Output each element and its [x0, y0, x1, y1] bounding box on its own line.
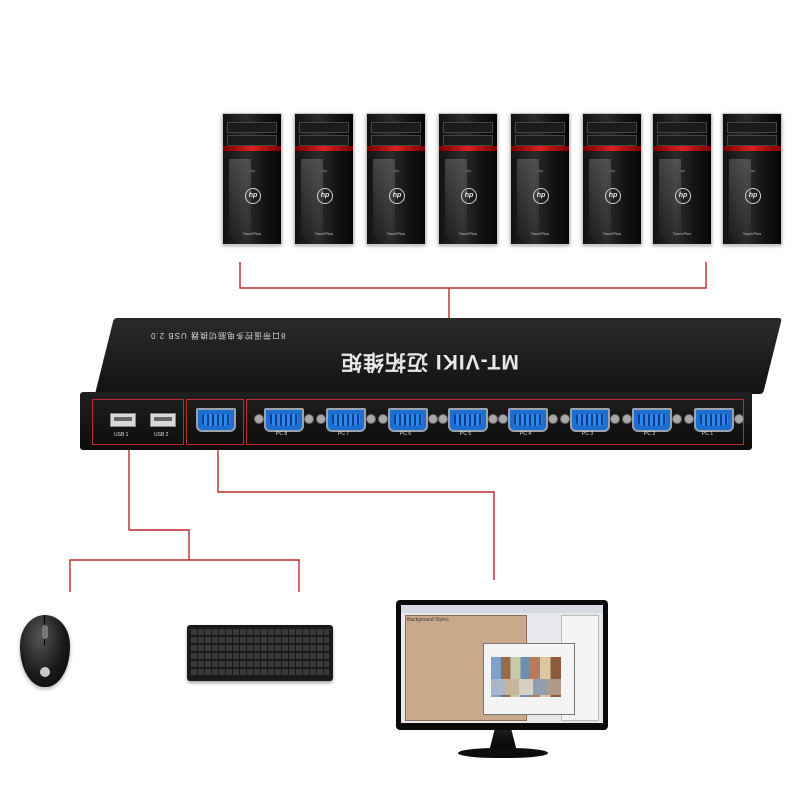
vga-port-pc3[interactable]: [570, 408, 610, 432]
usb-port-group: [92, 399, 184, 445]
monitor-stand-neck: [489, 730, 517, 750]
monitor-stand-base: [458, 748, 548, 758]
usb-port-label: USB 2: [154, 432, 169, 438]
hp-logo: hp: [317, 188, 333, 204]
tower-model: TouchPlus: [742, 231, 762, 236]
usb-port-2[interactable]: [150, 413, 176, 427]
vga-port-pc8[interactable]: [264, 408, 304, 432]
scroll-wheel: [42, 625, 48, 639]
hp-logo: hp: [605, 188, 621, 204]
tower-model: TouchPlus: [458, 231, 478, 236]
app-window-title: Background Styles: [407, 617, 449, 623]
pc-port-label: PC 6: [400, 431, 412, 437]
vga-port-pc7[interactable]: [326, 408, 366, 432]
usb-port-label: USB 1: [114, 432, 129, 438]
pc-tower-3: hp TouchPlus: [366, 113, 426, 245]
pc-port-label: PC 7: [338, 431, 350, 437]
pc-port-group: [246, 399, 744, 445]
pc-port-label: PC 5: [460, 431, 472, 437]
tower-model: TouchPlus: [602, 231, 622, 236]
tower-model: TouchPlus: [314, 231, 334, 236]
tower-model: TouchPlus: [530, 231, 550, 236]
vga-to-monitor-wire: [217, 444, 495, 580]
monitor-port-group: [186, 399, 244, 445]
keyboard-icon: [187, 625, 333, 681]
usb-port-1[interactable]: [110, 413, 136, 427]
peripheral-split-wire: [69, 559, 300, 592]
monitor-vga-port[interactable]: [196, 408, 236, 432]
pc-port-label: PC 2: [644, 431, 656, 437]
vga-port-pc5[interactable]: [448, 408, 488, 432]
pc-tower-1: hp TouchPlus: [222, 113, 282, 245]
hp-logo: hp: [533, 188, 549, 204]
pc-port-label: PC 4: [520, 431, 532, 437]
monitor-screen: Background Styles: [401, 605, 603, 723]
vga-port-pc1[interactable]: [694, 408, 734, 432]
pc-port-label: PC 1: [702, 431, 714, 437]
vga-port-pc6[interactable]: [388, 408, 428, 432]
pc-tower-7: hp TouchPlus: [652, 113, 712, 245]
usb-wire: [128, 444, 190, 560]
vga-port-pc2[interactable]: [632, 408, 672, 432]
hp-logo: hp: [389, 188, 405, 204]
pc-tower-5: hp TouchPlus: [510, 113, 570, 245]
pc-tower-8: hp TouchPlus: [722, 113, 782, 245]
kvm-brand-logo: MT-VIKI 迈拓维矩: [340, 350, 519, 373]
tower-model: TouchPlus: [672, 231, 692, 236]
tower-model: TouchPlus: [242, 231, 262, 236]
pc-port-label: PC 3: [582, 431, 594, 437]
pc-tower-6: hp TouchPlus: [582, 113, 642, 245]
monitor-icon: Background Styles: [396, 600, 608, 730]
vga-port-pc4[interactable]: [508, 408, 548, 432]
pc-tower-2: hp TouchPlus: [294, 113, 354, 245]
hp-logo: hp: [745, 188, 761, 204]
tower-model: TouchPlus: [386, 231, 406, 236]
hp-logo: hp: [675, 188, 691, 204]
computer-mouse-icon: [20, 615, 70, 687]
hp-logo: hp: [461, 188, 477, 204]
pc-port-label: PC 8: [276, 431, 288, 437]
logitech-logo: [40, 667, 50, 677]
pc-bus-wire: [239, 262, 707, 289]
kvm-subtitle: 8口带遥控多电脑切换器 USB 2.0: [150, 331, 286, 340]
pc-tower-4: hp TouchPlus: [438, 113, 498, 245]
hp-logo: hp: [245, 188, 261, 204]
